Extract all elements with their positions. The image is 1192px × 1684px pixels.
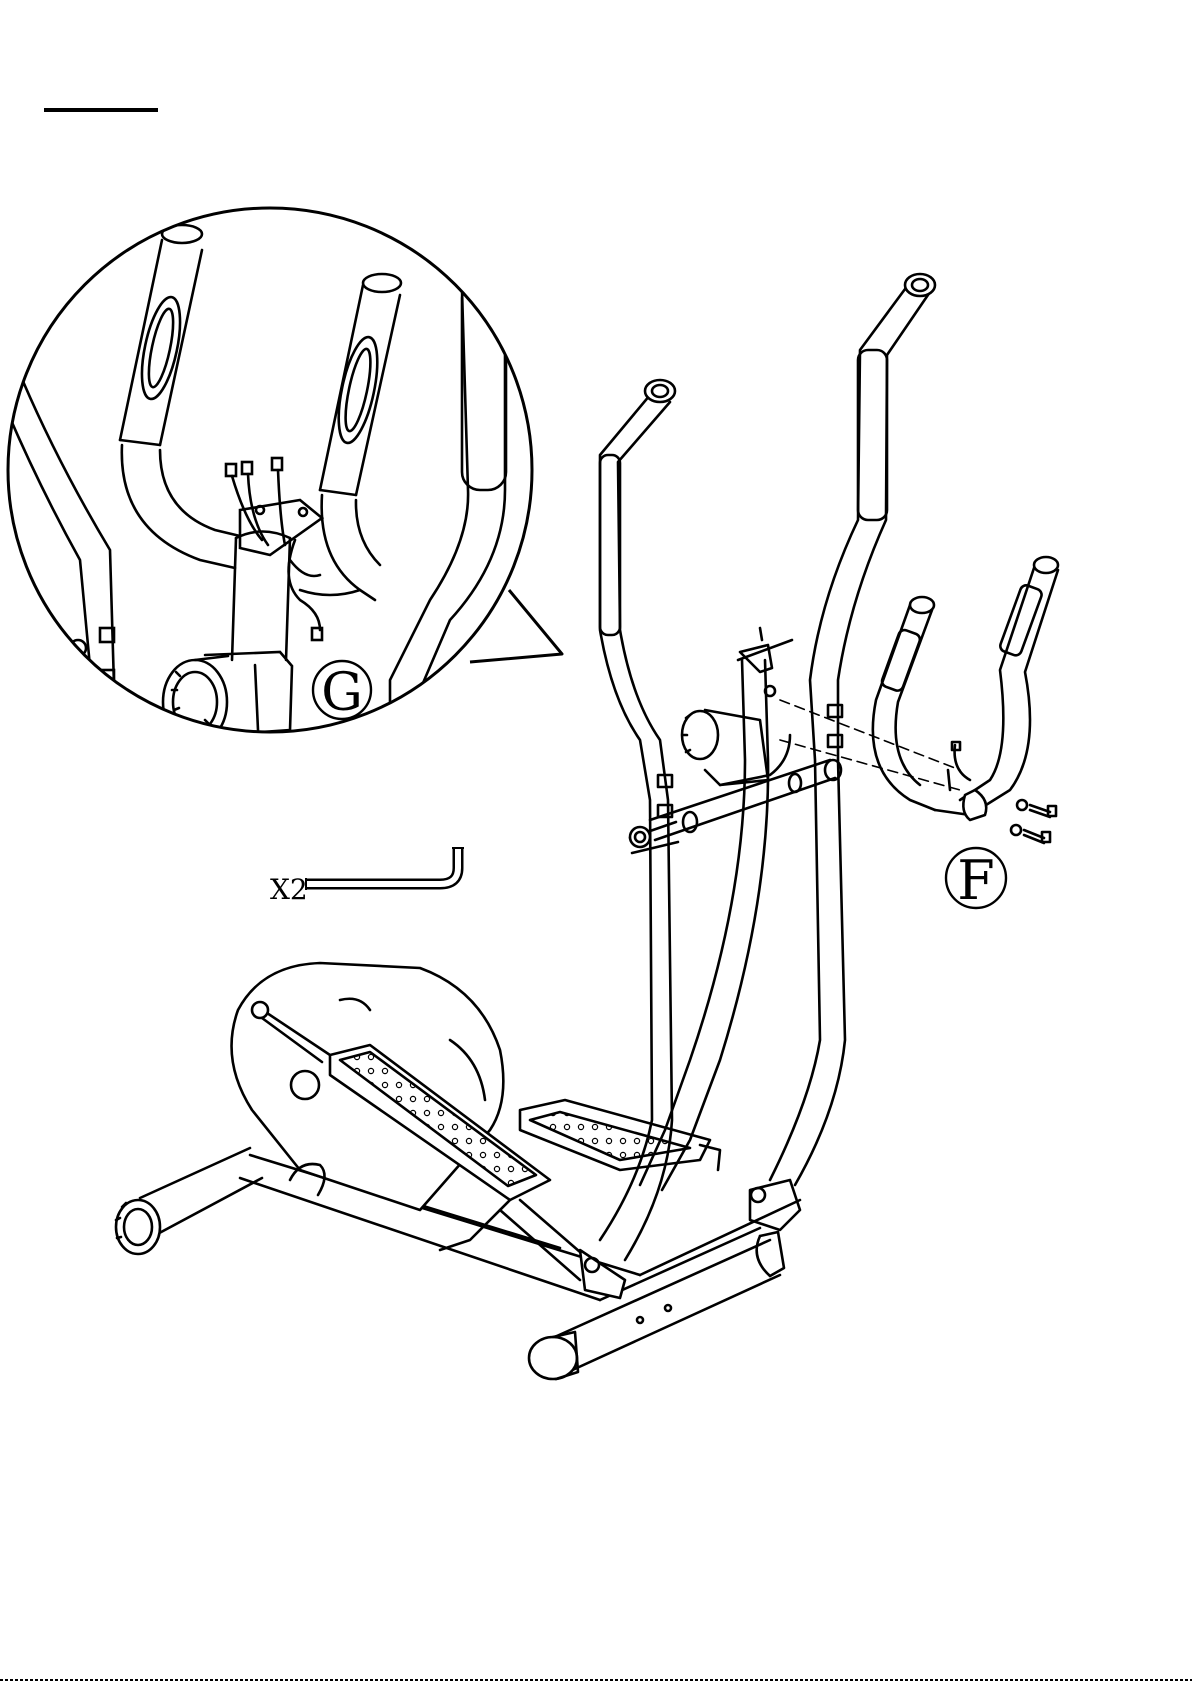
tool-quantity-label: X2 xyxy=(270,873,308,906)
tension-knob-main xyxy=(682,710,790,785)
part-f-label: F xyxy=(957,849,994,912)
callout-g-label: G xyxy=(321,663,363,723)
part-f-badge: F xyxy=(946,848,1006,912)
detail-zoom-view: G xyxy=(0,208,562,760)
bolts xyxy=(1011,800,1056,843)
rear-stabilizer xyxy=(116,1148,262,1254)
stationary-handlebar xyxy=(873,557,1058,820)
assembly-guide-lines xyxy=(780,700,960,790)
front-stabilizer xyxy=(529,1232,784,1379)
pedal-right xyxy=(520,1100,720,1170)
callout-g-badge: G xyxy=(313,661,371,723)
upright-arm-right xyxy=(770,274,935,1185)
allen-key-icon: X2 xyxy=(270,848,464,906)
